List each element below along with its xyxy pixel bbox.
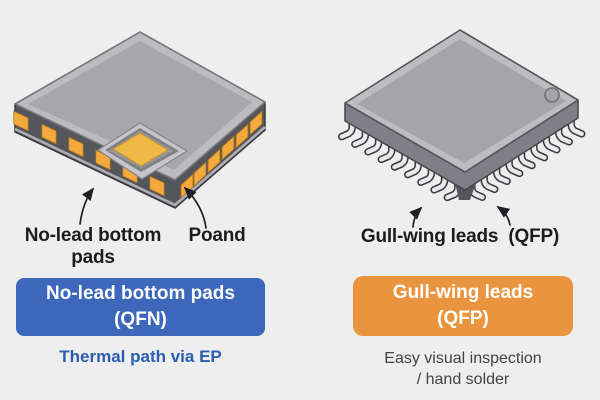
qfn-side-pads	[13, 110, 263, 199]
qfp-title-line1: Gull-wing leads	[392, 281, 534, 303]
qfn-caption: Thermal path via EP	[59, 347, 222, 366]
qfp-caption-line2: / hand solder	[416, 371, 510, 389]
qfn-pound-callout-label: Poand	[188, 225, 246, 246]
qfn-exposed-pad-cutaway	[97, 122, 188, 180]
qfp-top-face	[357, 39, 566, 163]
qfn-pads-callout-label: No-lead bottom pads	[18, 225, 168, 269]
callout-arrows	[79, 186, 511, 229]
qfn-title-box: No-lead bottom pads (QFN)	[16, 278, 265, 336]
qfn-pads-callout-line1: No-lead bottom	[24, 225, 162, 246]
qfn-title-line1: No-lead bottom pads	[46, 282, 235, 304]
pin1-indicator-dot	[544, 87, 560, 103]
qfp-caption-line1: Easy visual inspection	[384, 350, 542, 367]
arrow-to-qfp-leads-left	[409, 206, 423, 228]
qfp-package-illustration	[342, 29, 582, 200]
qfn-pads-callout-line2: pads	[71, 247, 115, 269]
qfp-leads-callout-label: Gull-wing leads (QFP)	[360, 226, 560, 247]
qfp-title-box: Gull-wing leads (QFP)	[353, 276, 573, 336]
arrow-to-qfn-pound	[183, 186, 207, 229]
qfp-title-line2: (QFP)	[437, 308, 489, 329]
qfp-caption: Easy visual inspection / hand solder	[353, 348, 573, 391]
qfn-top-face	[28, 41, 252, 170]
qfn-exposed-pad	[112, 132, 169, 167]
arrow-to-qfn-pads	[79, 187, 95, 225]
qfn-package-illustration	[13, 31, 266, 209]
arrow-to-qfp-leads-right	[496, 206, 511, 226]
qfn-title-line2: (QFN)	[114, 309, 167, 330]
